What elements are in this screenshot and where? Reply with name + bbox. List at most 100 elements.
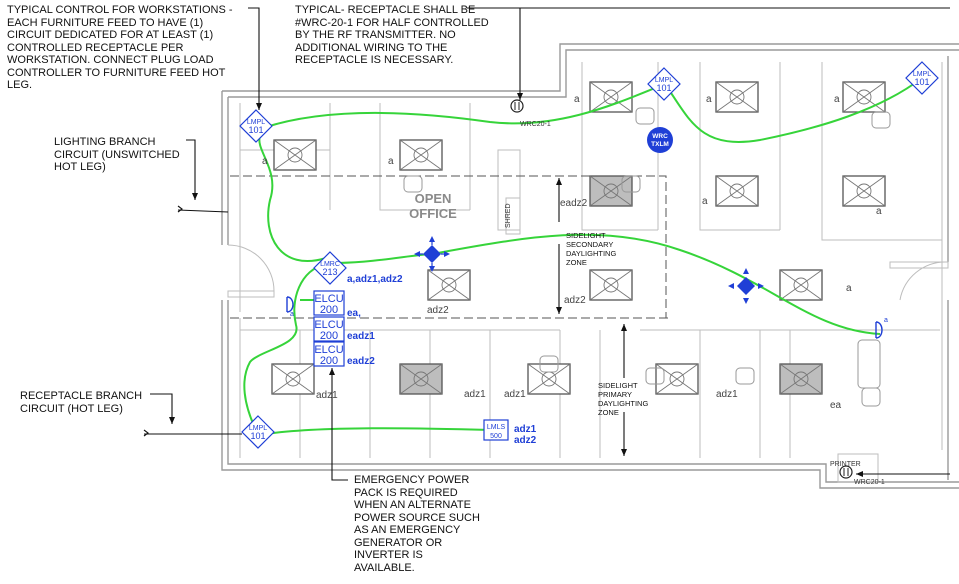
- lmrc-device: LMRC 213 a,adz1,adz2: [313, 251, 403, 285]
- svg-text:ELCU: ELCU: [314, 344, 343, 356]
- svg-text:SECONDARY: SECONDARY: [566, 240, 613, 249]
- lmls-device: LMLS 500 adz1 adz2: [483, 419, 537, 446]
- elcu-device-2: ELCU 200 eadz1: [313, 316, 375, 342]
- svg-text:200: 200: [320, 330, 338, 342]
- lmpl-device: LMPL 101: [647, 67, 681, 101]
- secondary-zone-label: SIDELIGHT SECONDARY DAYLIGHTING ZONE: [566, 231, 616, 267]
- fixture: [589, 269, 633, 301]
- svg-text:101: 101: [914, 77, 929, 87]
- note-receptacle-branch: RECEPTACLE BRANCH CIRCUIT (HOT LEG): [20, 390, 143, 415]
- svg-text:ZONE: ZONE: [598, 408, 619, 417]
- wrc-transmitter: WRC TXLM: [647, 127, 673, 153]
- svg-text:adz1: adz1: [716, 389, 738, 400]
- svg-text:adz2: adz2: [514, 435, 537, 446]
- svg-text:a: a: [290, 311, 294, 318]
- svg-text:LMPL: LMPL: [655, 77, 673, 84]
- svg-text:a: a: [884, 317, 888, 324]
- room-name-line1: OPEN: [415, 191, 452, 206]
- svg-text:a: a: [702, 196, 708, 207]
- svg-text:LMPL: LMPL: [913, 71, 931, 78]
- svg-text:eadz2: eadz2: [347, 356, 375, 367]
- svg-text:WRC20-1: WRC20-1: [520, 121, 551, 128]
- fixture: [273, 139, 317, 171]
- svg-text:LMPL: LMPL: [247, 119, 265, 126]
- receptacle-wrc: WRC20-1 PRINTER: [830, 461, 885, 486]
- wire-mid-row: [337, 233, 881, 335]
- svg-text:a: a: [388, 156, 394, 167]
- leader-lines: [143, 7, 950, 481]
- svg-text:LMLS: LMLS: [487, 424, 506, 431]
- elcu-device-1: ELCU 200 ea,: [313, 290, 361, 319]
- svg-text:adz1: adz1: [514, 424, 537, 435]
- fixture: [271, 363, 315, 395]
- fixture-emergency: [589, 175, 633, 207]
- wall-switch: a: [286, 296, 294, 318]
- fixture: [842, 81, 886, 113]
- receptacle-wrc: WRC20-1: [510, 99, 551, 128]
- svg-text:200: 200: [320, 355, 338, 367]
- svg-text:a: a: [262, 156, 268, 167]
- svg-text:SIDELIGHT: SIDELIGHT: [598, 381, 638, 390]
- svg-text:500: 500: [490, 433, 502, 440]
- svg-text:eadz2: eadz2: [560, 198, 588, 209]
- svg-text:adz2: adz2: [564, 295, 586, 306]
- svg-text:WRC20-1: WRC20-1: [854, 479, 885, 486]
- note-emergency-power: EMERGENCY POWER PACK IS REQUIRED WHEN AN…: [354, 474, 480, 574]
- fixture: [427, 269, 471, 301]
- occupancy-sensor: [728, 268, 764, 304]
- note-workstation-control: TYPICAL CONTROL FOR WORKSTATIONS - EACH …: [7, 4, 233, 91]
- svg-text:SIDELIGHT: SIDELIGHT: [566, 231, 606, 240]
- lmpl-device: LMPL 101: [239, 109, 273, 143]
- svg-text:ELCU: ELCU: [314, 293, 343, 305]
- daylight-zone-boundaries: [230, 175, 668, 319]
- fixture: [715, 175, 759, 207]
- svg-text:adz1: adz1: [316, 390, 338, 401]
- wire-bottom-row: [265, 427, 493, 435]
- partitions: [240, 62, 942, 483]
- wire-lmrc-top: [258, 135, 327, 262]
- svg-text:ea,: ea,: [347, 308, 361, 319]
- svg-text:TXLM: TXLM: [651, 141, 669, 148]
- svg-text:101: 101: [656, 83, 671, 93]
- svg-text:eadz1: eadz1: [347, 331, 375, 342]
- svg-text:a: a: [834, 94, 840, 105]
- room-name-line2: OFFICE: [409, 206, 457, 221]
- occupancy-sensor: [414, 236, 450, 272]
- lmpl-device: LMPL 101: [905, 61, 939, 95]
- note-receptacle-typical: TYPICAL- RECEPTACLE SHALL BE #WRC-20-1 F…: [295, 4, 489, 66]
- svg-text:adz2: adz2: [427, 305, 449, 316]
- svg-text:PRINTER: PRINTER: [830, 461, 861, 468]
- fixture-emergency: [399, 363, 443, 395]
- svg-text:DAYLIGHTING: DAYLIGHTING: [598, 399, 648, 408]
- svg-text:LMRC: LMRC: [320, 261, 340, 268]
- shred-label: SHRED: [505, 203, 512, 228]
- svg-text:a,adz1,adz2: a,adz1,adz2: [347, 274, 403, 285]
- chairs: [403, 107, 891, 407]
- svg-text:adz1: adz1: [464, 389, 486, 400]
- primary-zone-label: SIDELIGHT PRIMARY DAYLIGHTING ZONE: [598, 381, 648, 417]
- wire-lmrc-elcu: [243, 263, 327, 431]
- svg-text:ea: ea: [830, 400, 842, 411]
- svg-text:LMPL: LMPL: [249, 425, 267, 432]
- fixture: [399, 139, 443, 171]
- svg-text:a: a: [706, 94, 712, 105]
- fixture: [715, 81, 759, 113]
- svg-text:101: 101: [250, 431, 265, 441]
- note-lighting-branch: LIGHTING BRANCH CIRCUIT (UNSWITCHED HOT …: [54, 136, 180, 173]
- svg-text:a: a: [846, 283, 852, 294]
- svg-text:DAYLIGHTING: DAYLIGHTING: [566, 249, 616, 258]
- svg-text:101: 101: [248, 125, 263, 135]
- fixture-tags: a a a a a eadz2 a a adz2 adz2 a adz1 adz…: [262, 94, 882, 411]
- svg-text:PRIMARY: PRIMARY: [598, 390, 632, 399]
- svg-text:ELCU: ELCU: [314, 319, 343, 331]
- elcu-device-3: ELCU 200 eadz2: [313, 341, 375, 367]
- fixture-emergency: [779, 363, 823, 395]
- svg-text:a: a: [876, 206, 882, 217]
- wall-switch: a: [875, 317, 888, 339]
- svg-text:WRC: WRC: [652, 133, 668, 140]
- fixture: [527, 363, 571, 395]
- svg-text:213: 213: [322, 267, 337, 277]
- fixture: [779, 269, 823, 301]
- svg-text:200: 200: [320, 304, 338, 316]
